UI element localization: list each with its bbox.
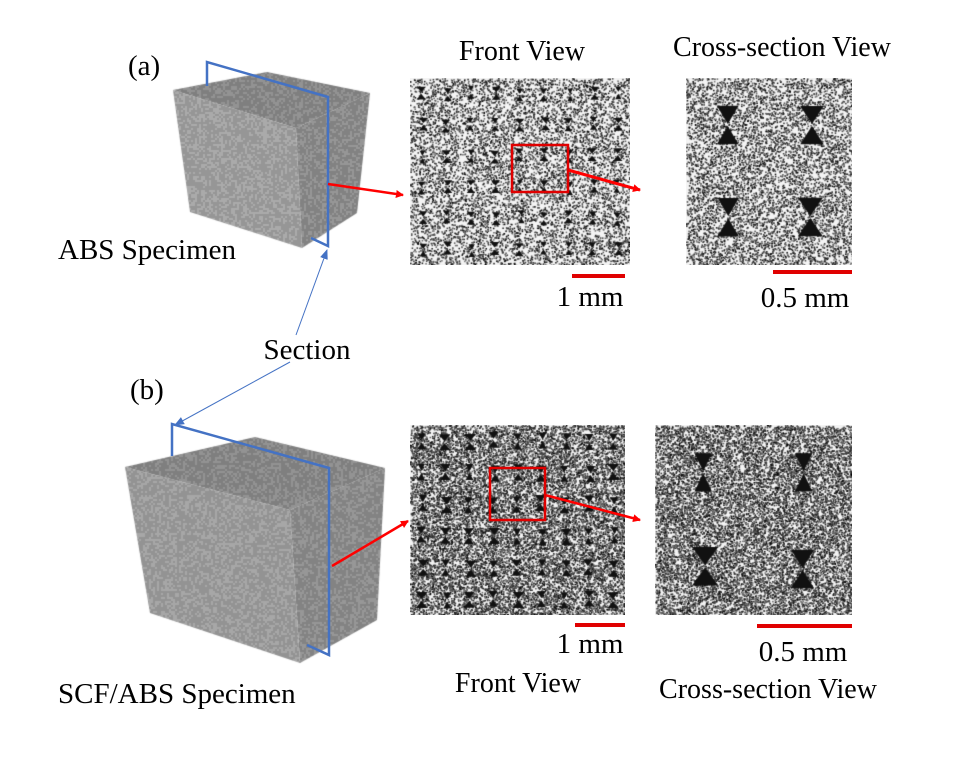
panel-a-front-view-title: Front View xyxy=(458,36,586,67)
abs-cross-section-image xyxy=(686,78,852,265)
panel-b-label: (b) xyxy=(130,374,164,406)
section-label: Section xyxy=(263,334,351,366)
arrow-a-to-cross xyxy=(567,168,641,192)
panel-a-label: (a) xyxy=(128,50,161,82)
zoom-box-a xyxy=(510,143,570,194)
panel-a-cross-section-title: Cross-section View xyxy=(673,32,891,63)
abs-front-view-image xyxy=(410,78,630,265)
panel-b-cross-section-title: Cross-section View xyxy=(659,674,877,705)
section-plane-a xyxy=(205,60,330,248)
scf-abs-cross-section-image xyxy=(655,425,852,615)
panel-a-cross-scale-label: 0.5 mm xyxy=(760,282,850,314)
zoom-box-b xyxy=(488,466,547,522)
section-pointer-b xyxy=(174,361,291,426)
panel-a-front-scale-label: 1 mm xyxy=(556,281,624,313)
arrow-b-to-cross xyxy=(544,493,641,523)
panel-b-specimen-label: SCF/ABS Specimen xyxy=(58,678,296,710)
panel-b-front-view-title: Front View xyxy=(454,668,582,699)
section-pointer-a xyxy=(295,249,328,336)
panel-a-specimen-label: ABS Specimen xyxy=(58,234,237,266)
arrow-b-to-front xyxy=(331,519,409,568)
arrow-a-to-front xyxy=(327,182,404,198)
panel-b-cross-scale-label: 0.5 mm xyxy=(758,636,848,668)
panel-b-front-scale-label: 1 mm xyxy=(556,628,624,660)
section-plane-b xyxy=(170,422,331,657)
